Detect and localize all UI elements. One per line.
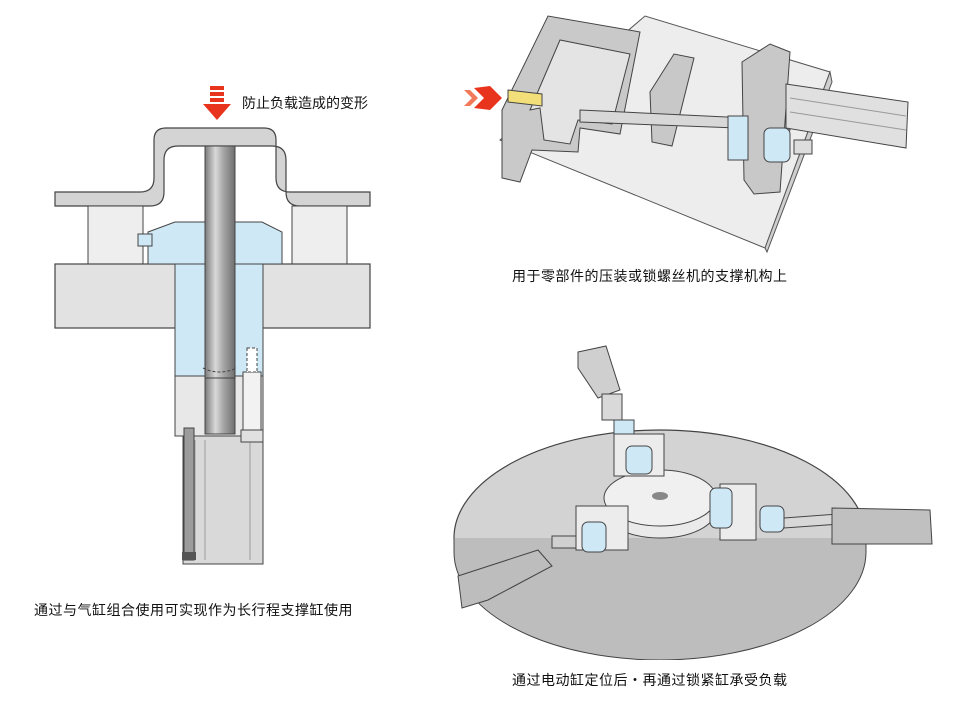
- clamp-bracket: [54, 127, 371, 207]
- left-cross-section-diagram: 防止负载造成的变形: [54, 86, 371, 565]
- support-rod: [204, 145, 236, 379]
- aux-cylinder: [242, 371, 262, 431]
- left-side-block: [87, 205, 144, 265]
- cylinder-port: [137, 233, 153, 247]
- bottom-right-caption: 通过电动缸定位后・再通过锁紧缸承受负载: [512, 673, 788, 689]
- top-right-caption: 用于零部件的压装或锁螺丝机的支撑机构上: [512, 269, 788, 285]
- top-lock-cylinder: [577, 345, 621, 399]
- right-side-block: [291, 205, 348, 265]
- press-air-cylinder: [785, 83, 909, 149]
- press-lock-cylinder: [727, 115, 749, 161]
- workpiece: [507, 89, 543, 107]
- press-fit-support-diagram: [464, 15, 909, 254]
- rotary-table-diagram: [453, 345, 933, 660]
- press-direction-arrow-icon: [464, 86, 502, 110]
- load-arrow-icon: [203, 86, 231, 120]
- left-panel-caption: 通过与气缸组合使用可实现作为长行程支撑缸使用: [34, 603, 353, 619]
- load-arrow-label: 防止负载造成的变形: [242, 96, 368, 112]
- sensor-rod: [183, 427, 195, 561]
